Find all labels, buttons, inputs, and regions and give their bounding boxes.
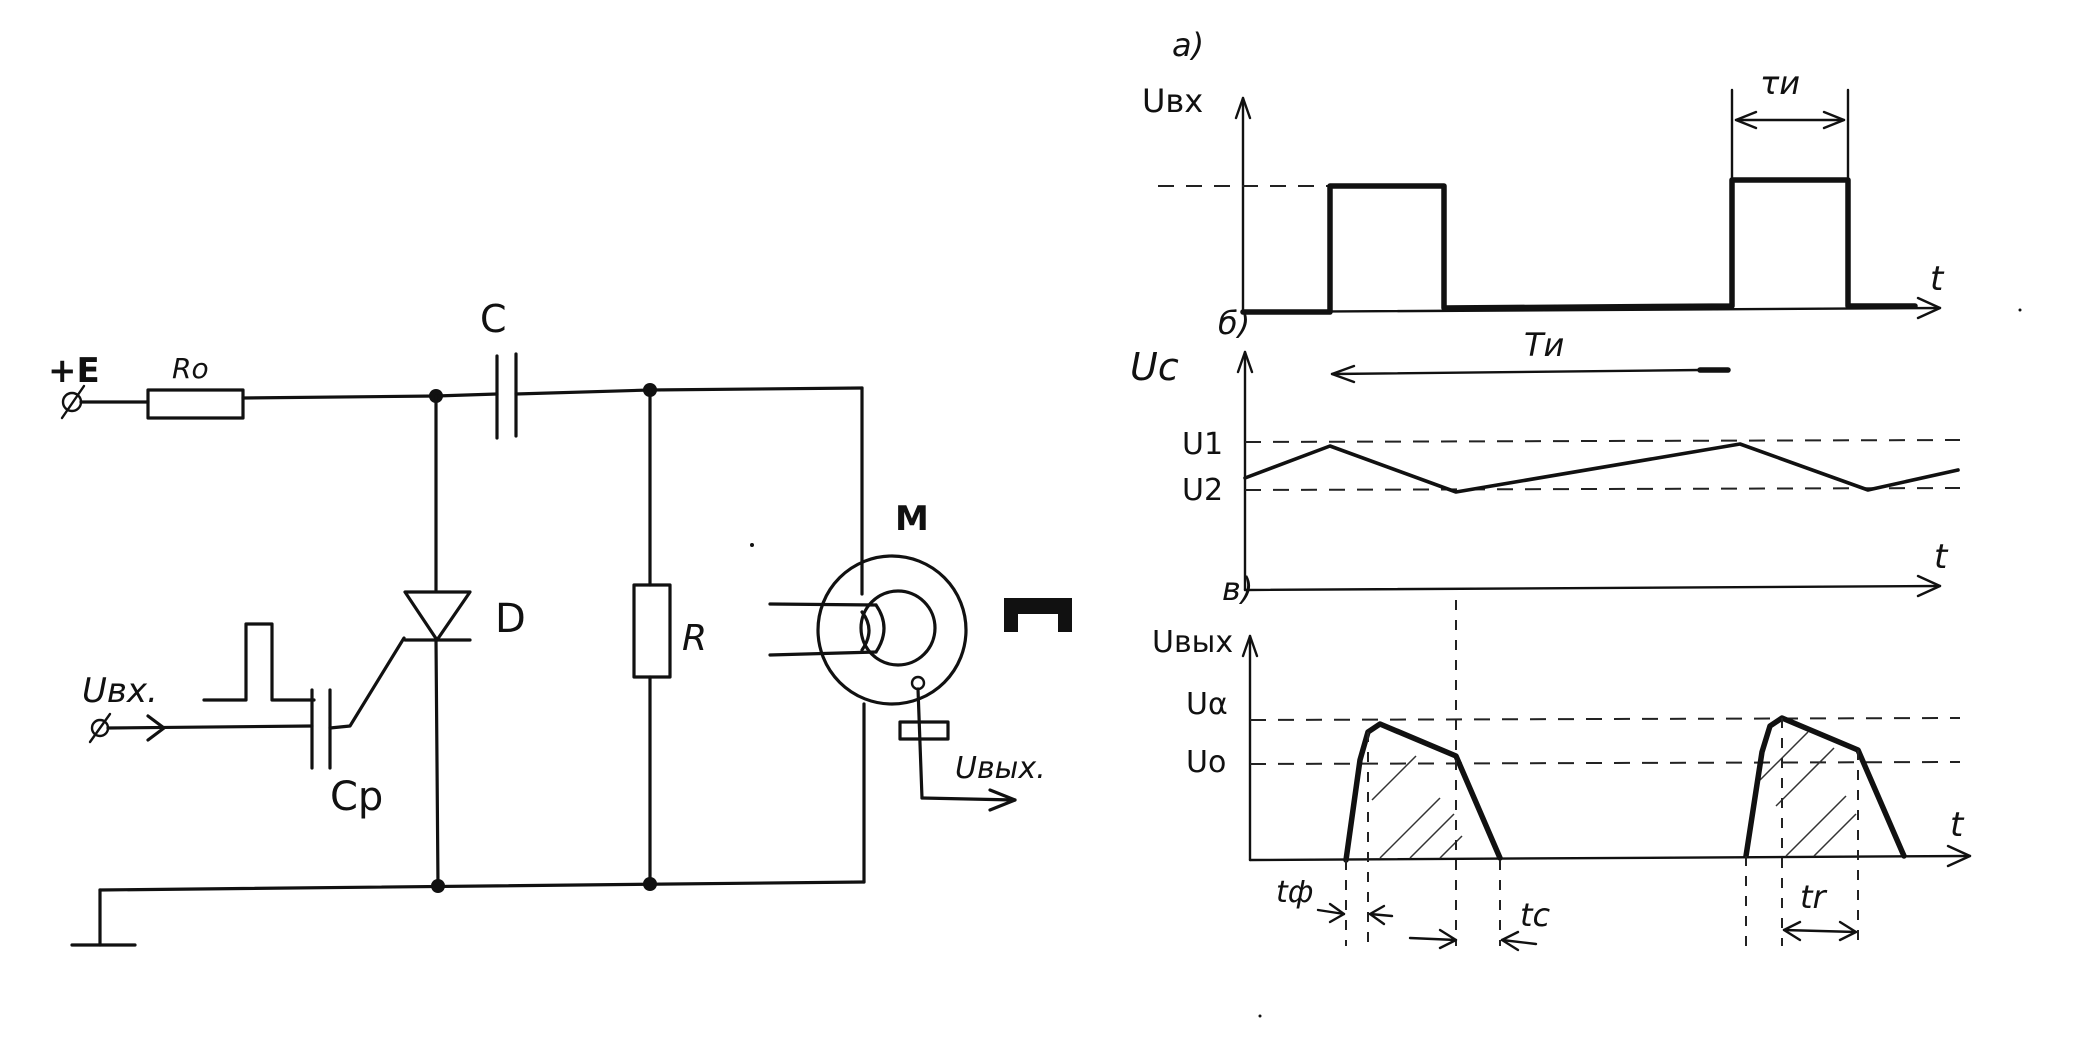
panel-c-label: в) bbox=[1222, 570, 1253, 608]
ua-level-dash bbox=[1249, 717, 1961, 721]
heater-lead-top bbox=[768, 602, 878, 607]
tc-arrow-left bbox=[1438, 928, 1458, 950]
junction-bottom-right bbox=[643, 877, 657, 891]
wire-diode-ground bbox=[434, 638, 440, 888]
input-pulse-symbol bbox=[202, 622, 316, 702]
u-in-label: Uвх. bbox=[82, 671, 158, 711]
speck bbox=[1258, 1014, 1262, 1018]
u-in-arrow bbox=[146, 714, 166, 742]
tf-arrow-right bbox=[1368, 904, 1386, 926]
capacitor-voltage-curve bbox=[1243, 442, 1960, 494]
heater-lead-bottom bbox=[768, 650, 878, 657]
c-label: C bbox=[480, 297, 507, 341]
tube-m-inner bbox=[859, 589, 937, 667]
u2-label: U2 bbox=[1182, 473, 1223, 508]
panel-a-label: а) bbox=[1172, 26, 1204, 64]
resistor-r0 bbox=[146, 388, 245, 420]
tau-i-label: τи bbox=[1760, 64, 1800, 102]
tube-m-cathode bbox=[874, 603, 886, 654]
pulse-1-hatch bbox=[1371, 755, 1463, 859]
waveform-panel-b: б) Uc t U1 U2 bbox=[1130, 304, 1961, 598]
t-a-label: t bbox=[1930, 259, 1945, 299]
t-axis-b-arrow bbox=[1916, 574, 1942, 598]
tf-arrow-line bbox=[1316, 908, 1346, 916]
t-axis-b bbox=[1243, 584, 1942, 592]
u0-label: Uo bbox=[1186, 745, 1226, 780]
d-label: D bbox=[495, 596, 526, 642]
output-pulse-1 bbox=[1343, 721, 1503, 863]
wire-output bbox=[916, 687, 924, 800]
tube-output-coupler bbox=[898, 720, 950, 741]
pulse-2-hatch bbox=[1759, 731, 1857, 857]
u-out-arrow bbox=[988, 788, 1017, 812]
pi-marker-icon bbox=[1004, 598, 1072, 632]
tr-arrow-right bbox=[1838, 920, 1858, 942]
u2-level-dash bbox=[1244, 487, 1961, 491]
t-c-label: t bbox=[1950, 805, 1965, 845]
u1-label: U1 bbox=[1182, 427, 1223, 462]
wire-in-cp bbox=[106, 724, 314, 730]
speck bbox=[750, 543, 754, 547]
speck bbox=[2018, 308, 2022, 312]
wire-cp-gate bbox=[328, 636, 406, 730]
tau-arrow-left bbox=[1734, 110, 1758, 130]
resistor-r bbox=[632, 583, 672, 679]
t-c-dim-label: tc bbox=[1520, 896, 1551, 934]
tf-arrow-left bbox=[1328, 902, 1346, 924]
u-out-label: Uвых. bbox=[955, 751, 1046, 786]
t-i-label: Ти bbox=[1524, 326, 1564, 364]
u-c-axis-arrow bbox=[1236, 350, 1254, 374]
ground-rail bbox=[98, 880, 866, 892]
period-arrow-left bbox=[1330, 364, 1356, 384]
wire-c-r bbox=[514, 388, 652, 396]
circuit-schematic: +E Ro C D Uвх. Cp bbox=[48, 297, 1072, 947]
plus-e-label: +E bbox=[48, 351, 100, 391]
r-label: R bbox=[682, 618, 707, 659]
diode-d bbox=[403, 590, 472, 642]
u1-level-dash bbox=[1244, 439, 1961, 443]
wire-r0-junction bbox=[241, 394, 438, 400]
tube-m-outer bbox=[816, 554, 968, 706]
t-f-label: tф bbox=[1276, 875, 1313, 910]
u-in-axis-arrow bbox=[1234, 96, 1252, 120]
u-in-axis-label: Uвх bbox=[1142, 82, 1203, 120]
tf-arrow-line-right bbox=[1368, 912, 1394, 918]
waveform-panel-a: а) Uвх t τи Ти bbox=[1142, 26, 1945, 384]
wire-output-right bbox=[920, 796, 1017, 802]
u-out-axis-label: Uвых bbox=[1152, 625, 1233, 660]
r0-label: Ro bbox=[172, 352, 209, 385]
tc-arrow-right bbox=[1500, 930, 1520, 952]
panel-b-label: б) bbox=[1218, 304, 1250, 342]
tr-dimension bbox=[1782, 928, 1858, 934]
period-dimension bbox=[1330, 368, 1702, 376]
t-r-label: tr bbox=[1800, 878, 1828, 916]
t-axis-c-arrow bbox=[1946, 844, 1972, 868]
t-axis-a bbox=[1241, 306, 1942, 314]
tr-arrow-left bbox=[1782, 920, 1802, 942]
u-out-axis-arrow bbox=[1241, 634, 1259, 658]
waveform-panel-c: в) Uвых t Uα Uo bbox=[1152, 570, 1972, 952]
wire-r-m bbox=[648, 386, 864, 392]
wire-junction-c bbox=[434, 392, 499, 398]
input-pulse-train bbox=[1240, 177, 1918, 315]
tc-arrow-line bbox=[1408, 936, 1458, 942]
t-b-label: t bbox=[1934, 537, 1949, 577]
t-axis-a-arrow bbox=[1916, 296, 1942, 320]
junction-bottom-left bbox=[431, 879, 445, 893]
t-axis-c bbox=[1248, 854, 1972, 862]
u0-level-dash bbox=[1249, 761, 1961, 765]
tube-m-filament bbox=[860, 610, 871, 652]
tube-output-pin bbox=[910, 675, 926, 691]
tc-arrow-line-right bbox=[1500, 938, 1538, 946]
u-c-axis-label: Uc bbox=[1130, 345, 1179, 389]
cp-label: Cp bbox=[330, 774, 383, 820]
m-label: M bbox=[895, 499, 929, 539]
tau-arrow-right bbox=[1822, 110, 1846, 130]
output-pulse-2 bbox=[1743, 715, 1907, 859]
ua-label: Uα bbox=[1186, 687, 1228, 722]
